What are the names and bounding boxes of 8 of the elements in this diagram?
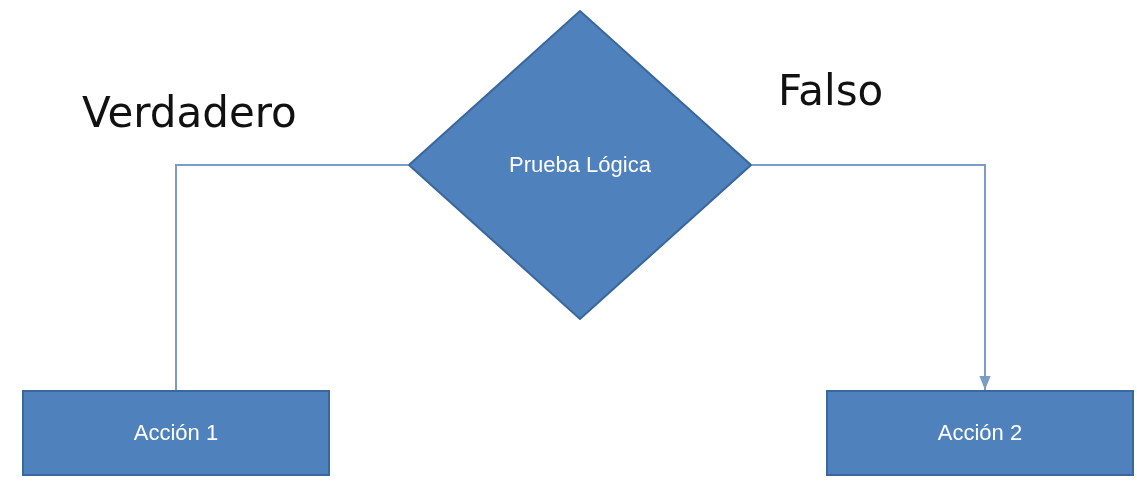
- node-label: Acción 2: [937, 418, 1023, 447]
- connector-line: [175, 164, 409, 391]
- process-box: [826, 390, 1134, 476]
- arrow: [751, 164, 991, 391]
- node-label: Prueba Lógica: [509, 150, 651, 179]
- decision-diamond: [408, 10, 752, 320]
- node-label: Acción 1: [133, 418, 219, 447]
- process-box: [22, 390, 330, 476]
